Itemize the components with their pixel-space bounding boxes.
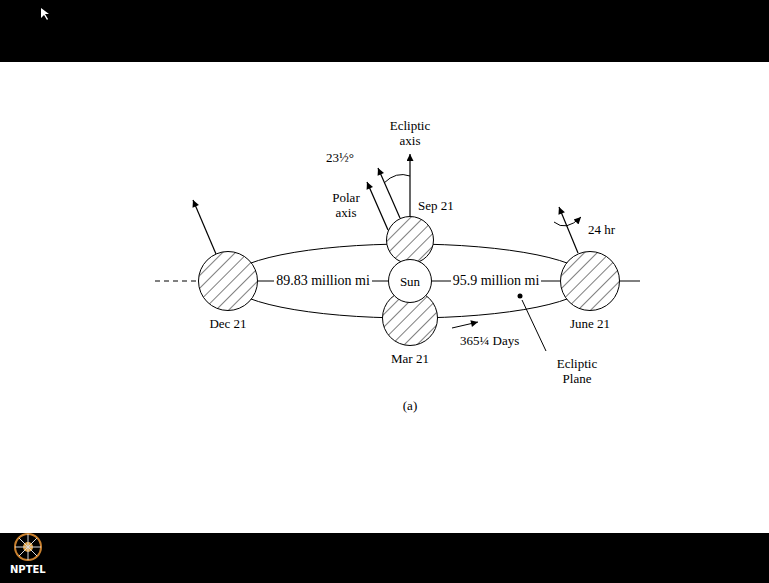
period-label: 365¼ Days	[460, 333, 519, 348]
figure-caption: (a)	[398, 398, 422, 413]
ecliptic-axis-arrow	[409, 154, 410, 216]
axis-label: Polar axis	[326, 190, 366, 220]
logo-spokes	[15, 534, 41, 560]
circle-outline	[386, 216, 434, 264]
logo-text: NPTEL	[10, 564, 46, 575]
plane-label: Ecliptic Plane	[546, 356, 608, 386]
node-label: Sun	[400, 274, 420, 289]
cursor-mark	[41, 8, 49, 20]
node-label: Dec 21	[209, 316, 246, 331]
circle-fill	[199, 252, 258, 311]
circle-fill	[387, 217, 434, 264]
circle-border	[561, 252, 620, 311]
rotation-arrow	[554, 217, 581, 226]
leader-line	[522, 300, 546, 351]
plane-dot	[518, 294, 523, 299]
circle-fill	[389, 260, 432, 303]
distance-label: 89.83 million mi	[274, 273, 372, 289]
circle-outline	[560, 251, 620, 311]
nptel-logo	[15, 534, 41, 560]
angle-label: 23½°	[326, 150, 354, 165]
earth-circle: June 21	[560, 251, 620, 311]
axis-label: Ecliptic axis	[380, 118, 440, 148]
ecliptic-line-dashed	[155, 281, 198, 282]
orbit-direction-arrow	[452, 322, 478, 328]
node-label: Sep 21	[418, 198, 454, 213]
angle-arc	[384, 175, 410, 183]
polar-axis-arrow	[367, 182, 388, 230]
sun-circle: Sun	[388, 259, 432, 303]
circle-border	[389, 260, 432, 303]
ecliptic-line	[620, 281, 640, 282]
circle-fill	[561, 252, 620, 311]
circle-outline	[198, 251, 258, 311]
logo-ring	[15, 534, 41, 560]
earth-circle: Sep 21	[386, 216, 434, 264]
bottom-bar	[0, 533, 769, 583]
hatch-fill	[199, 252, 258, 311]
node-label: Mar 21	[391, 351, 429, 366]
top-bar	[0, 0, 769, 62]
earth-circle: Dec 21	[198, 251, 258, 311]
polar-axis-arrow	[193, 200, 216, 254]
circle-border	[387, 217, 434, 264]
distance-label: 95.9 million mi	[451, 273, 542, 289]
rotation-label: 24 hr	[588, 222, 615, 237]
node-label: June 21	[570, 316, 610, 331]
hatch-fill	[387, 217, 434, 264]
polar-axis-arrow	[559, 207, 578, 253]
circle-border	[199, 252, 258, 311]
hatch-fill	[561, 252, 620, 311]
